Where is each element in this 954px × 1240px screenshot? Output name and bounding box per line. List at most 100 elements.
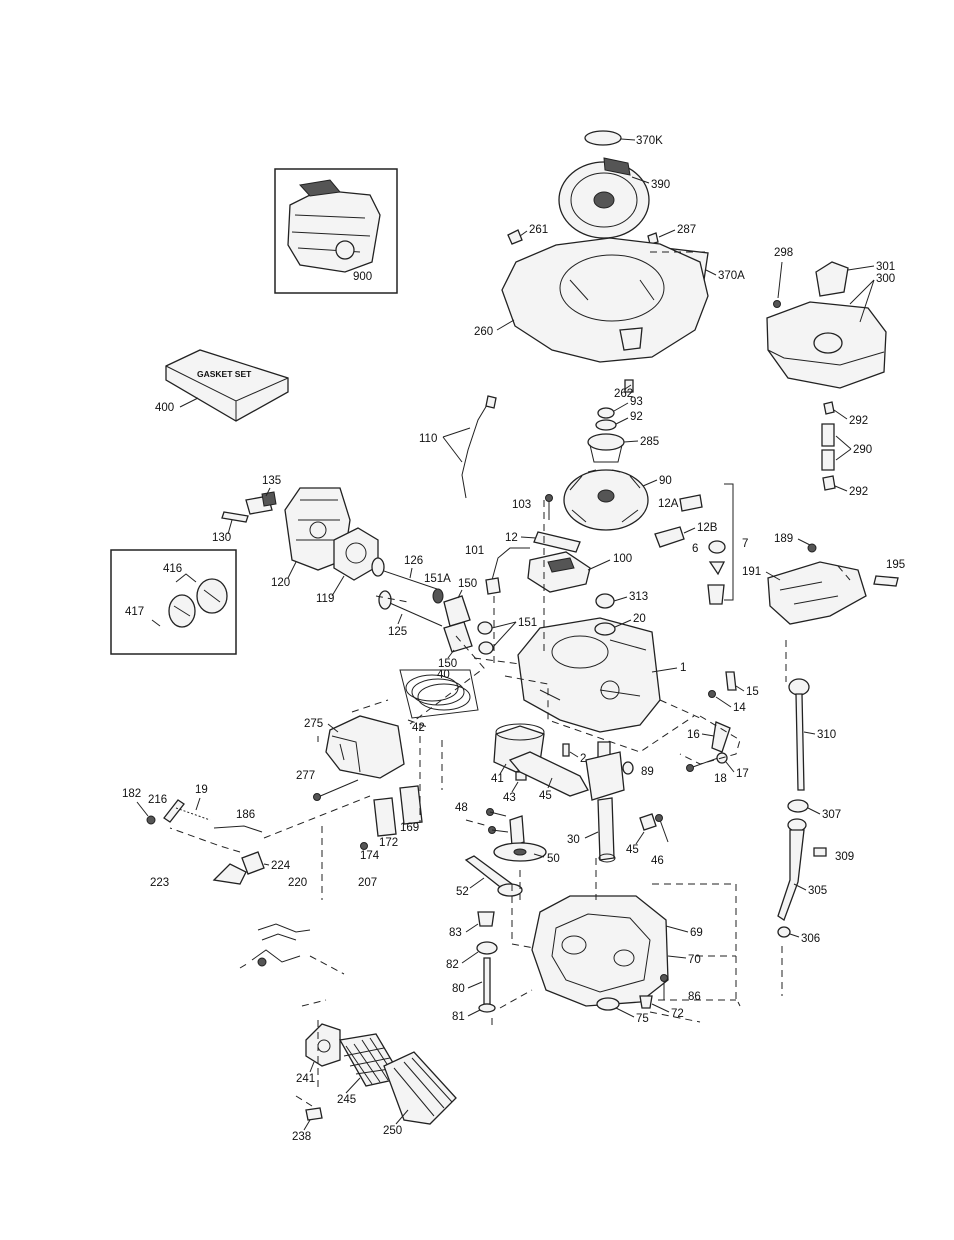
part-125-intake-valve [382, 599, 443, 627]
part-186-link [213, 825, 263, 833]
label-900: 900 [353, 271, 372, 283]
part-19-spring [175, 807, 211, 821]
label-298: 298 [774, 247, 793, 259]
label-300: 300 [876, 273, 895, 285]
part-275-muffler [325, 715, 405, 779]
part-7-boot [707, 584, 725, 605]
part-81-washer [478, 1003, 496, 1013]
part-101-ground-wire [491, 547, 530, 581]
label-80: 80 [452, 983, 465, 995]
part-207-assembly-fragment [251, 923, 311, 967]
cam-inset-box [110, 549, 237, 655]
part-103-screw [545, 494, 553, 502]
part-390-recoil-starter [558, 157, 650, 239]
part-250-air-filter-cover [383, 1051, 457, 1125]
part-313-seal [595, 593, 615, 609]
label-81: 81 [452, 1011, 465, 1023]
label-191: 191 [742, 566, 761, 578]
label-216: 216 [148, 794, 167, 806]
cam-assembly-illustration [168, 573, 228, 628]
label-70: 70 [688, 954, 701, 966]
label-370A: 370A [718, 270, 745, 282]
part-241-air-filter-base [305, 1023, 341, 1067]
part-220-bracket [212, 863, 247, 885]
part-90-flywheel [563, 469, 649, 531]
label-92: 92 [630, 411, 643, 423]
label-417: 417 [125, 606, 144, 618]
part-370K-cap [584, 130, 622, 146]
label-150-upper: 150 [458, 578, 477, 590]
part-300-fuel-tank [766, 301, 887, 389]
part-150-valve-spring-lower [443, 621, 473, 653]
label-189: 189 [774, 533, 793, 545]
part-12A-grommet [679, 494, 703, 512]
part-290-fuel-line-b [821, 449, 835, 471]
label-309: 309 [835, 851, 854, 863]
bracket-7 [724, 483, 734, 601]
part-169-gasket [399, 785, 423, 825]
label-12B: 12B [697, 522, 718, 534]
part-224-lever [241, 851, 265, 875]
part-135-spark-plug [245, 491, 277, 515]
label-195: 195 [886, 559, 905, 571]
part-305-dipstick-tube [777, 818, 807, 921]
engine-assembly-illustration [287, 179, 381, 273]
label-245: 245 [337, 1094, 356, 1106]
label-7: 7 [742, 538, 748, 550]
label-83: 83 [449, 927, 462, 939]
part-83-gear [477, 911, 495, 927]
label-151: 151 [518, 617, 537, 629]
part-189-screw [807, 543, 817, 553]
part-16-governor-lever [711, 721, 731, 753]
label-15: 15 [746, 686, 759, 698]
part-277-screw [317, 779, 359, 798]
part-216-link [163, 799, 185, 823]
label-12A: 12A [658, 498, 679, 510]
label-14: 14 [733, 702, 746, 714]
label-48: 48 [455, 802, 468, 814]
part-191-governor-bracket [767, 561, 867, 625]
part-174-screw [360, 842, 368, 850]
label-46: 46 [651, 855, 664, 867]
part-151A-retainer [432, 588, 444, 604]
part-75-oil-seal [596, 997, 620, 1011]
part-151-retainer-lower [478, 641, 494, 655]
part-301-fuel-cap [815, 261, 849, 297]
part-285-screen [587, 433, 625, 463]
label-186: 186 [236, 809, 255, 821]
label-18: 18 [714, 773, 727, 785]
part-14-nut [708, 690, 716, 698]
part-151-retainer-upper [477, 621, 493, 635]
label-1: 1 [680, 662, 686, 674]
label-52: 52 [456, 886, 469, 898]
part-30-crankshaft [585, 741, 625, 863]
label-19: 19 [195, 784, 208, 796]
label-89: 89 [641, 766, 654, 778]
label-16: 16 [687, 729, 700, 741]
label-110: 110 [419, 433, 437, 445]
label-390: 390 [651, 179, 670, 191]
label-313: 313 [629, 591, 648, 603]
label-135: 135 [262, 475, 281, 487]
label-290: 290 [853, 444, 872, 456]
part-72-plug [639, 995, 653, 1009]
label-370K: 370K [636, 135, 663, 147]
label-305: 305 [808, 885, 827, 897]
part-46-rod-bolt [659, 819, 669, 843]
gasket-set-text: GASKET SET [197, 369, 252, 379]
label-400: 400 [155, 402, 174, 414]
part-86-screw [660, 974, 668, 982]
label-301: 301 [876, 261, 895, 273]
label-12: 12 [505, 532, 518, 544]
part-292-clamp-lower [822, 475, 836, 491]
engine-inset-box [274, 168, 398, 294]
label-285: 285 [640, 436, 659, 448]
part-310-dipstick [788, 678, 810, 791]
part-18-screw [686, 764, 694, 772]
label-82: 82 [446, 959, 459, 971]
label-50: 50 [547, 853, 560, 865]
label-275: 275 [304, 718, 323, 730]
label-260: 260 [474, 326, 493, 338]
label-75: 75 [636, 1013, 649, 1025]
